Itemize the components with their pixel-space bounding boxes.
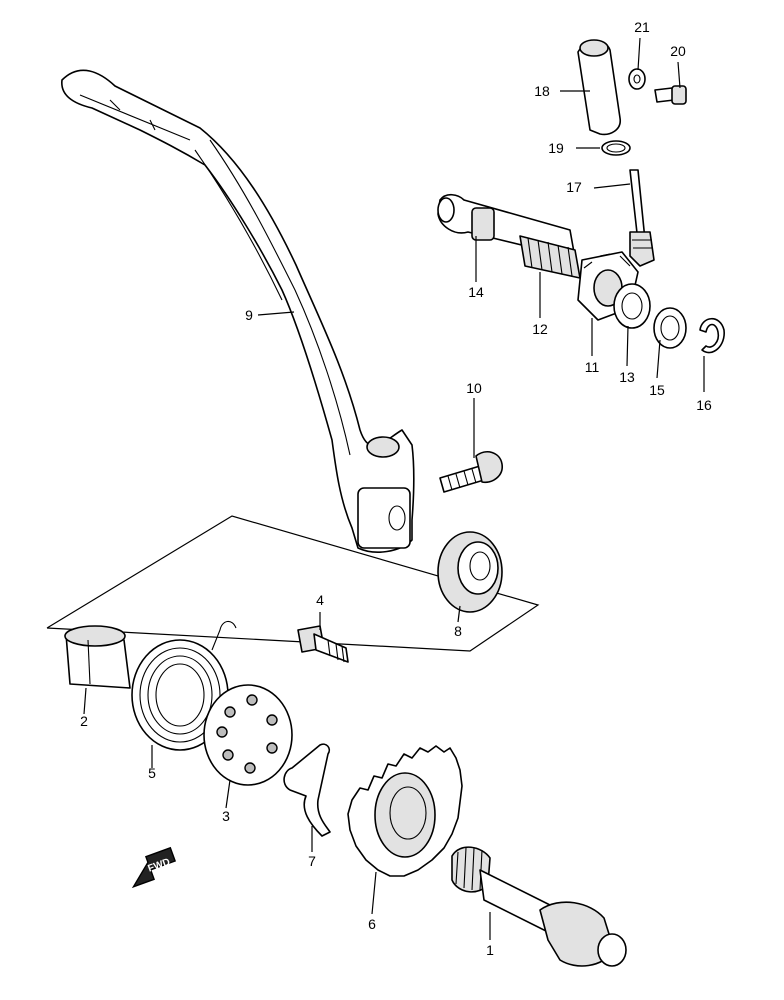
kick-lever[interactable] bbox=[61, 69, 415, 553]
callout-6: 6 bbox=[368, 916, 376, 932]
oil-pump-drive-shaft[interactable] bbox=[577, 39, 621, 136]
callout-1: 1 bbox=[486, 942, 494, 958]
circlip[interactable] bbox=[699, 317, 725, 354]
callout-19: 19 bbox=[548, 140, 564, 156]
callout-16: 16 bbox=[696, 397, 712, 413]
callout-10: 10 bbox=[466, 380, 482, 396]
leader-lines bbox=[83, 37, 705, 940]
callout-18: 18 bbox=[534, 83, 550, 99]
stud-bolt[interactable] bbox=[297, 625, 349, 663]
callout-21: 21 bbox=[634, 19, 650, 35]
forward-direction-arrow: FWD bbox=[131, 846, 177, 889]
callout-3: 3 bbox=[222, 808, 230, 824]
callout-20: 20 bbox=[670, 43, 686, 59]
callout-4: 4 bbox=[316, 592, 324, 608]
callout-14: 14 bbox=[468, 284, 484, 300]
callout-7: 7 bbox=[308, 853, 316, 869]
spring-clip[interactable] bbox=[283, 743, 331, 837]
callout-5: 5 bbox=[148, 765, 156, 781]
washer-small[interactable] bbox=[628, 68, 646, 90]
callout-12: 12 bbox=[532, 321, 548, 337]
callouts: 1 2 3 4 5 6 7 8 9 10 11 12 13 14 15 16 1… bbox=[80, 19, 712, 958]
spring-guide-plate[interactable] bbox=[203, 684, 293, 786]
kick-collar[interactable] bbox=[64, 625, 131, 689]
kick-shaft-spring[interactable] bbox=[519, 235, 581, 279]
callout-15: 15 bbox=[649, 382, 665, 398]
callout-2: 2 bbox=[80, 713, 88, 729]
kick-lever-bolt[interactable] bbox=[439, 451, 503, 493]
washer[interactable] bbox=[613, 283, 651, 329]
callout-9: 9 bbox=[245, 307, 253, 323]
kick-starter-spring[interactable] bbox=[131, 620, 237, 751]
callout-13: 13 bbox=[619, 369, 635, 385]
kick-idle-gear[interactable] bbox=[347, 745, 463, 877]
oil-seal[interactable] bbox=[437, 531, 503, 613]
o-ring[interactable] bbox=[601, 140, 631, 156]
callout-17: 17 bbox=[566, 179, 582, 195]
bolt-small[interactable] bbox=[654, 85, 687, 105]
callout-8: 8 bbox=[454, 623, 462, 639]
kick-starter-shaft[interactable] bbox=[451, 846, 627, 967]
washer-thin[interactable] bbox=[653, 307, 687, 349]
drive-gear-shaft[interactable] bbox=[629, 169, 655, 267]
callout-11: 11 bbox=[585, 359, 600, 375]
